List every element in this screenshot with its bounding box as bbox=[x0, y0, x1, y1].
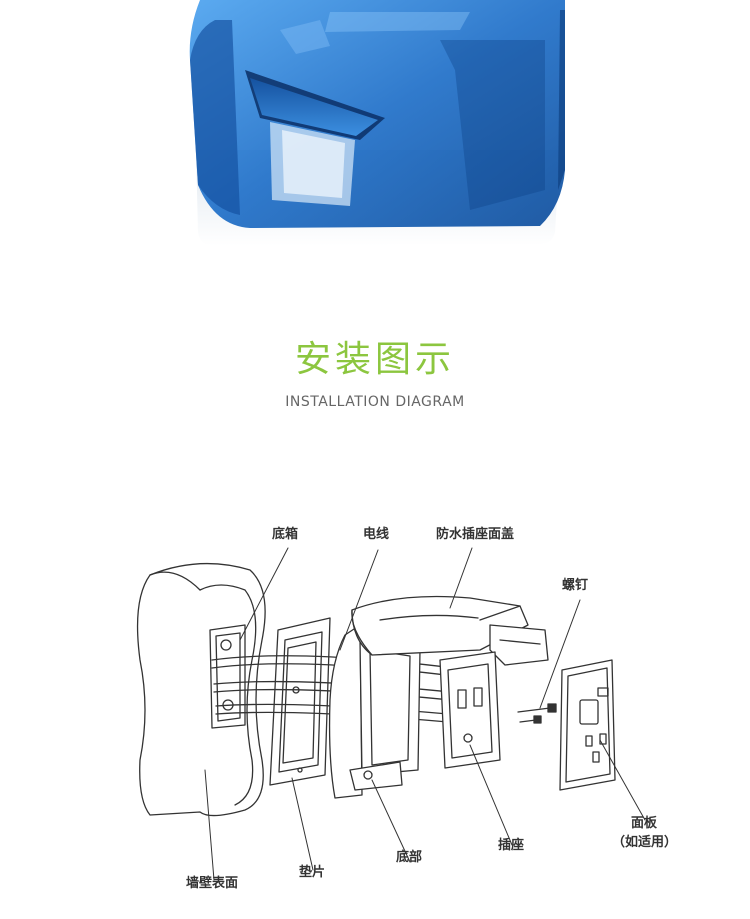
wire-illustration bbox=[211, 655, 471, 725]
screw-illustration bbox=[517, 703, 557, 724]
label-base-box: 底箱 bbox=[272, 527, 299, 542]
label-screw: 螺钉 bbox=[562, 578, 589, 593]
socket-illustration bbox=[439, 651, 501, 769]
gasket-illustration bbox=[269, 617, 331, 786]
section-subtitle: INSTALLATION DIAGRAM bbox=[285, 394, 465, 410]
label-socket: 插座 bbox=[498, 838, 525, 853]
wall-surface-illustration bbox=[136, 562, 266, 817]
label-waterproof-cover: 防水插座面盖 bbox=[436, 527, 515, 542]
product-photo-waterproof-cover bbox=[189, 0, 565, 246]
installation-diagram bbox=[136, 547, 646, 881]
section-title: 安装图示 bbox=[294, 339, 455, 380]
panel-illustration bbox=[559, 659, 616, 791]
label-panel: 面板 bbox=[631, 816, 658, 831]
label-panel-note: （如适用） bbox=[612, 835, 678, 850]
label-wall-surface: 墙壁表面 bbox=[186, 876, 239, 891]
label-wire: 电线 bbox=[363, 527, 390, 542]
base-part-illustration bbox=[328, 624, 421, 799]
waterproof-cover-illustration bbox=[351, 595, 549, 666]
label-bottom-part: 底部 bbox=[396, 850, 423, 865]
leader-lines bbox=[204, 547, 646, 881]
label-gasket: 垫片 bbox=[299, 865, 326, 880]
